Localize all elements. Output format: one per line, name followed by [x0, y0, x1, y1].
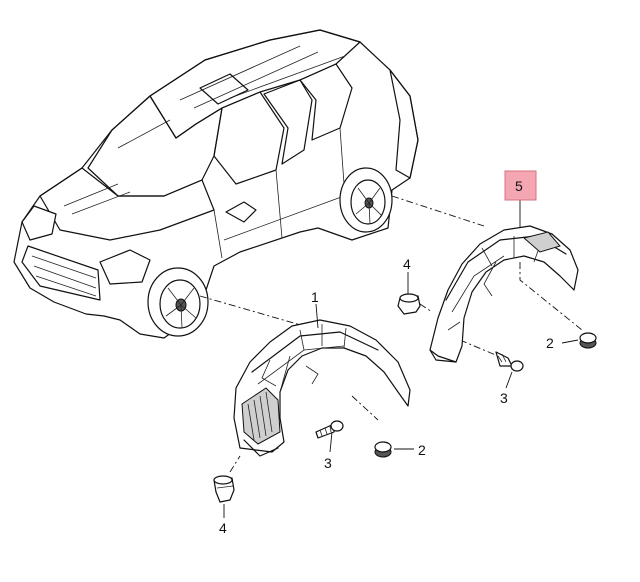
part-5-highlight [504, 170, 537, 201]
callout-1: 1 [311, 289, 319, 305]
front-wheel-liner [233, 319, 411, 457]
nut-rear [579, 332, 597, 349]
nut-front [374, 441, 392, 458]
leader-lines [223, 196, 579, 518]
push-clip-front [213, 475, 235, 503]
callout-5: 5 [515, 178, 523, 194]
screw-rear [495, 351, 524, 372]
callout-2-rear: 2 [546, 335, 554, 351]
rear-wheel-liner [429, 225, 579, 363]
callout-2-front: 2 [418, 442, 426, 458]
callout-3-rear: 3 [500, 390, 508, 406]
push-clip-rear [397, 293, 421, 315]
vehicle-illustration [13, 29, 419, 339]
callout-4-rear: 4 [403, 256, 411, 272]
callout-3-front: 3 [324, 455, 332, 471]
screw-front [315, 420, 344, 439]
assembly-lines [199, 195, 583, 473]
callout-4-front: 4 [219, 520, 227, 536]
